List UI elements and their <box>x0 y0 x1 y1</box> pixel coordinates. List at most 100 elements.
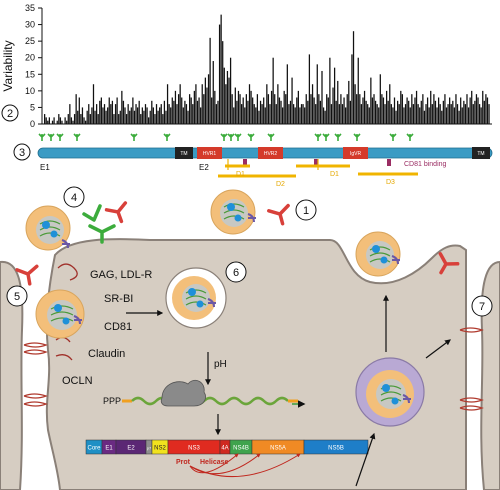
variability-bar <box>234 87 236 124</box>
variability-bar <box>272 57 274 124</box>
variability-bar <box>209 37 211 124</box>
variability-bar <box>105 110 107 124</box>
variability-bar <box>53 117 55 124</box>
variability-bar <box>203 94 205 124</box>
variability-bar <box>250 90 252 124</box>
hvr2-label: HVR2 <box>264 151 278 157</box>
tm-label-right: TM <box>477 151 484 157</box>
variability-bar <box>283 90 285 124</box>
spread-arrow <box>425 339 451 359</box>
antibody <box>267 203 290 226</box>
glycan-icon <box>227 133 235 141</box>
receptor-label: SR-BI <box>104 293 133 305</box>
variability-bar <box>333 67 336 124</box>
antibodies-4 <box>15 201 128 286</box>
y-tick-label: 20 <box>25 53 35 63</box>
variability-bar <box>304 107 306 124</box>
step-1-number: 1 <box>303 205 309 217</box>
variability-bar <box>345 107 347 124</box>
variability-bar <box>343 97 345 124</box>
variability-bar <box>179 84 181 124</box>
variability-bar <box>293 104 295 124</box>
variability-bar <box>430 90 432 124</box>
variability-bar <box>308 54 311 124</box>
variability-bar <box>226 70 229 124</box>
variability-bar <box>437 97 440 124</box>
variability-bar <box>223 67 225 124</box>
variability-bar <box>201 84 203 124</box>
hvr1-segment <box>197 147 222 159</box>
variability-bar <box>89 114 91 124</box>
glycan-icon <box>267 133 275 141</box>
ppp-label: PPP <box>103 396 121 406</box>
variability-bar <box>393 97 396 124</box>
y-tick-label: 10 <box>25 86 35 96</box>
variability-bar <box>485 94 487 124</box>
variability-bar <box>315 104 317 124</box>
variability-bar <box>103 104 106 124</box>
variability-bar <box>349 100 351 124</box>
variability-bar <box>475 94 478 124</box>
variability-bar <box>477 97 479 124</box>
variability-bar <box>69 104 71 124</box>
variability-bar <box>434 100 437 124</box>
step-number: 2 <box>7 108 13 120</box>
variability-bar <box>269 104 271 124</box>
variability-bar <box>411 94 413 124</box>
variability-bar <box>91 107 93 124</box>
variability-bar <box>289 100 292 124</box>
variability-bar <box>300 104 303 124</box>
glycan-icon <box>38 133 46 141</box>
domain-bars <box>218 164 418 178</box>
variability-bar <box>384 104 386 124</box>
variability-bar <box>322 107 325 124</box>
variability-bar <box>70 117 73 124</box>
assembly-arrow <box>355 432 376 487</box>
variability-bar <box>263 97 265 124</box>
variability-bar <box>464 104 467 124</box>
variability-bar <box>239 94 241 124</box>
variability-bar <box>267 94 270 124</box>
variability-bar <box>154 114 156 124</box>
variability-bar <box>258 110 260 124</box>
variability-bar <box>392 107 394 124</box>
variability-bar <box>398 104 400 124</box>
variability-bar <box>280 100 282 124</box>
variability-bar <box>471 90 473 124</box>
glycan-icon <box>334 133 342 141</box>
variability-bar <box>381 94 383 124</box>
variability-bar <box>406 97 408 124</box>
glycan-icon <box>220 133 228 141</box>
variability-bar <box>51 120 54 124</box>
variability-bar <box>215 104 218 124</box>
variability-bar <box>165 110 167 124</box>
variability-bar <box>231 94 233 124</box>
variability-bar <box>408 100 410 124</box>
variability-bar <box>442 100 444 124</box>
variability-bar <box>97 114 99 124</box>
variability-bar <box>225 84 227 124</box>
variability-bar <box>143 110 145 124</box>
y-tick-label: 30 <box>25 20 35 30</box>
variability-bar <box>340 94 342 124</box>
variability-bar <box>168 104 170 124</box>
variability-bar <box>286 64 288 124</box>
ribosome <box>160 379 206 407</box>
variability-bar <box>426 97 429 124</box>
variability-bar <box>228 77 230 124</box>
y-tick-label: 15 <box>25 69 35 79</box>
glycan-icon <box>234 133 242 141</box>
glycan-icon <box>314 133 322 141</box>
variability-bar <box>305 94 307 124</box>
variability-bar <box>111 100 114 124</box>
polyprotein-label: E2 <box>127 446 135 452</box>
variability-bar <box>453 107 456 124</box>
variability-bar <box>116 97 118 124</box>
variability-bar <box>302 104 304 124</box>
variability-bar <box>348 80 350 124</box>
polyprotein-label: NS4B <box>233 446 249 452</box>
endosome-6 <box>165 267 227 329</box>
cd81-site <box>314 159 318 166</box>
polyprotein-label: p7 <box>147 446 152 451</box>
prot-label: Prot <box>176 459 191 466</box>
